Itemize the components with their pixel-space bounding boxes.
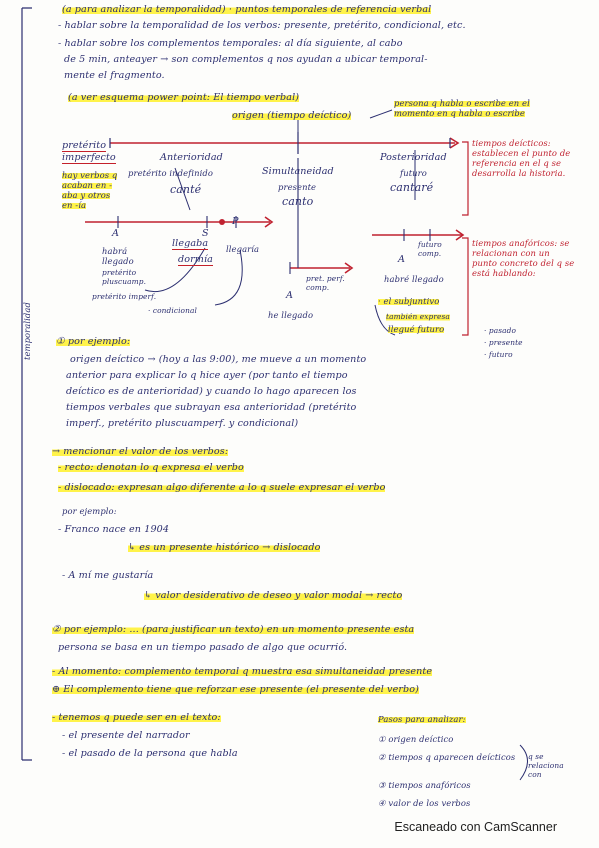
dormia: dormía [178, 254, 213, 266]
intro-line-5: mente el fragmento. [64, 70, 165, 81]
point-p-1: P [232, 216, 239, 227]
paso-2: ② tiempos q aparecen deícticos [378, 752, 516, 762]
llegaria: llegaría [226, 244, 260, 254]
recto-def: - recto: denotan lo q expresa el verbo [58, 462, 244, 473]
ej1-line-5: imperf., pretérito pluscuamperf. y condi… [66, 418, 299, 429]
tiempos-anaforicos-note: tiempos anafóricos: se relacionan con un… [472, 238, 575, 278]
anaforico-pasado: · pasado [484, 326, 517, 335]
habre-llegado: habré llegado [384, 274, 444, 284]
pasos-title: Pasos para analizar: [378, 714, 466, 724]
point-s-1: S [202, 228, 209, 239]
por-ejemplo-label: por ejemplo: [62, 506, 117, 516]
presente-label: presente [278, 182, 317, 192]
paso-1: ① origen deíctico [378, 734, 454, 744]
ej1-title: ① por ejemplo: [56, 336, 131, 347]
futuro-comp: futuro comp. [418, 240, 442, 258]
esquema-note: (a ver esquema power point: El tiempo ve… [68, 92, 300, 103]
dislocado-def: - dislocado: expresan algo diferente a l… [58, 482, 386, 493]
paso-3: ③ tiempos anafóricos [378, 780, 471, 790]
presente-historico: ↳ es un presente histórico → dislocado [128, 542, 321, 553]
paso-4: ④ valor de los verbos [378, 798, 471, 808]
habra-llegado: habrá llegado [102, 246, 134, 266]
presente-narrador: - el presente del narrador [62, 730, 190, 741]
valor-desiderativo: ↳ valor desiderativo de deseo y valor mo… [144, 590, 403, 601]
camscanner-footer: Escaneado con CamScanner [394, 820, 557, 834]
futuro-label: futuro [400, 168, 427, 178]
intro-line-4: de 5 min, anteayer → son complementos q … [64, 54, 428, 65]
side-label-temporalidad: temporalidad [22, 302, 32, 360]
point-a-1: A [112, 228, 120, 239]
persona-note: persona q habla o escribe en el momento … [394, 98, 530, 118]
ej1-line-2: anterior para explicar lo q hice ayer (p… [66, 370, 348, 381]
cantare-label: cantaré [390, 181, 434, 194]
pasado-persona: - el pasado de la persona que habla [62, 748, 238, 759]
el-subjuntivo: · el subjuntivo [378, 296, 440, 306]
hay-verbos-note: hay verbos q acaban en -aba y otros en -… [62, 170, 118, 210]
origen-label: origen (tiempo deíctico) [232, 110, 352, 121]
el-complemento: ⊕ El complemento tiene que reforzar ese … [52, 684, 419, 695]
pret-imperf-label: pretérito imperf. [92, 292, 157, 301]
tambien-expresa: también expresa [386, 312, 450, 321]
llegaba: llegaba [172, 238, 209, 250]
franco-example: - Franco nace en 1904 [58, 524, 170, 535]
ej1-line-3: deíctico es de anterioridad) y cuando lo… [66, 386, 357, 397]
llegue-futuro: llegué futuro [388, 324, 445, 334]
pret-indefinido-label: pretérito indefinido [128, 168, 214, 178]
anterioridad-label: Anterioridad [160, 152, 223, 163]
anaforico-presente: · presente [484, 338, 523, 347]
a-mi-example: - A mí me gustaría [62, 570, 154, 581]
anaforico-futuro: · futuro [484, 350, 513, 359]
condicional-label: · condicional [148, 306, 197, 315]
ej2-title: ② por ejemplo: ... (para justificar un t… [52, 624, 415, 635]
intro-line-2: - hablar sobre la temporalidad de los ve… [58, 20, 466, 31]
ej1-line-1: origen deíctico → (hoy a las 9:00), me m… [70, 354, 367, 365]
intro-line-1: (a para analizar la temporalidad) · punt… [62, 4, 432, 15]
cante-label: canté [170, 183, 202, 196]
valor-title: → mencionar el valor de los verbos: [52, 446, 229, 457]
simultaneidad-label: Simultaneidad [262, 166, 334, 177]
relaciona-note: q se relaciona con [528, 752, 564, 779]
intro-line-3: - hablar sobre los complementos temporal… [58, 38, 403, 49]
he-llegado: he llegado [268, 310, 314, 320]
ej2-line-2: persona se basa en un tiempo pasado de a… [58, 642, 348, 653]
point-a-3: A [398, 254, 406, 265]
al-momento: - Al momento: complemento temporal q mue… [52, 666, 433, 677]
posterioridad-label: Posterioridad [380, 152, 447, 163]
point-a-2: A [286, 290, 294, 301]
preterito-pluscuamp: pretérito pluscuamp. [102, 268, 147, 286]
ej1-line-4: tiempos verbales que subrayan esa anteri… [66, 402, 357, 413]
tenemos-label: - tenemos q puede ser en el texto: [52, 712, 221, 723]
tiempos-deicticos-note: tiempos deícticos: establecen el punto d… [472, 138, 571, 178]
preterito-imperfecto: pretérito imperfecto [62, 140, 116, 164]
canto-label: canto [282, 195, 314, 208]
pret-perf-comp: pret. perf. comp. [306, 274, 345, 292]
